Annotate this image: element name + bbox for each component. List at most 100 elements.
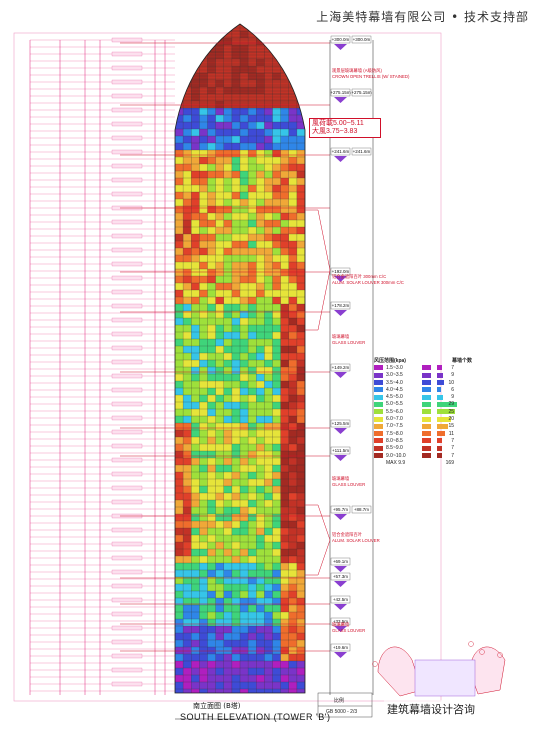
heatmap-cell <box>264 486 273 494</box>
heatmap-cell <box>288 304 298 312</box>
heatmap-cell <box>183 577 192 585</box>
heatmap-cell <box>175 353 184 361</box>
heatmap-cell <box>272 136 281 144</box>
legend-range: 1.5~3.0 <box>386 364 403 371</box>
legend-range: 7.5~8.0 <box>386 430 403 437</box>
heatmap-cell <box>256 626 265 634</box>
watermark: 建筑幕墙设计咨询 <box>384 700 478 718</box>
heatmap-cell <box>272 38 281 46</box>
heatmap-cell <box>183 325 192 333</box>
heatmap-cell <box>296 353 305 361</box>
heatmap-cell <box>248 437 257 445</box>
heatmap-cell <box>280 311 290 319</box>
heatmap-cell <box>175 80 184 88</box>
heatmap-cell <box>264 402 273 410</box>
heatmap-cell <box>264 164 273 172</box>
heatmap-cell <box>215 626 225 634</box>
heatmap-cell <box>191 108 200 116</box>
heatmap-cell <box>231 605 241 613</box>
heatmap-cell <box>240 619 249 627</box>
heatmap-cell <box>264 150 273 158</box>
heatmap-cell <box>231 626 241 634</box>
heatmap-cell <box>256 633 265 641</box>
heatmap-cell <box>288 136 298 144</box>
heatmap-cell <box>248 241 257 249</box>
heatmap-cell <box>183 465 192 473</box>
heatmap-cell <box>240 283 249 291</box>
heatmap-cell <box>183 388 192 396</box>
level-tag-box <box>351 35 372 44</box>
heatmap-cell <box>256 458 265 466</box>
heatmap-cell <box>256 556 265 564</box>
dim-label-box <box>111 163 143 169</box>
heatmap-cell <box>207 647 216 655</box>
heatmap-cell <box>231 689 241 693</box>
heatmap-cell <box>231 682 241 690</box>
heatmap-cell <box>296 507 305 515</box>
heatmap-cell <box>240 346 249 354</box>
heatmap-cell <box>264 52 273 60</box>
annotation-text: 观景层玻璃幕墙 (A级防风) <box>332 67 382 74</box>
heatmap-cell <box>256 31 265 39</box>
heatmap-cell <box>240 38 249 46</box>
dim-label-box <box>111 79 143 85</box>
heatmap-cell <box>256 486 265 494</box>
heatmap-cell <box>191 577 200 585</box>
heatmap-cell <box>256 374 265 382</box>
heatmap-cell <box>207 437 216 445</box>
bracket-line <box>305 209 331 331</box>
heatmap-cell <box>264 73 273 81</box>
heatmap-cell <box>191 479 200 487</box>
heatmap-cell <box>296 556 305 564</box>
heatmap-cell <box>296 24 305 32</box>
heatmap-cell <box>272 479 281 487</box>
heatmap-cell <box>240 535 249 543</box>
heatmap-cell <box>231 45 241 53</box>
drawing-title-en: SOUTH ELEVATION (TOWER 'B') <box>180 712 331 722</box>
heatmap-cell <box>240 297 249 305</box>
heatmap-cell <box>191 535 200 543</box>
tower-heatmap <box>175 24 305 693</box>
heatmap-cell <box>199 675 208 683</box>
heatmap-cell <box>280 52 290 60</box>
heatmap-cell <box>207 346 216 354</box>
heatmap-cell <box>280 115 290 123</box>
heatmap-cell <box>199 395 208 403</box>
heatmap-cell <box>240 493 249 501</box>
heatmap-cell <box>183 101 192 109</box>
level-tag-box <box>330 301 351 310</box>
heatmap-cell <box>207 157 216 165</box>
heatmap-cell <box>256 451 265 459</box>
heatmap-cell <box>199 353 208 361</box>
heatmap-cell <box>223 164 233 172</box>
heatmap-cell <box>215 164 225 172</box>
heatmap-cell <box>215 409 225 417</box>
heatmap-cell <box>191 346 200 354</box>
heatmap-cell <box>288 598 298 606</box>
heatmap-cell <box>296 381 305 389</box>
heatmap-cell <box>256 675 265 683</box>
heatmap-cell <box>175 381 184 389</box>
legend-count: 7 <box>451 445 454 452</box>
heatmap-cell <box>296 122 305 130</box>
heatmap-cell <box>231 402 241 410</box>
heatmap-cell <box>280 374 290 382</box>
heatmap-cell <box>296 234 305 242</box>
heatmap-cell <box>223 38 233 46</box>
heatmap-cell <box>223 304 233 312</box>
heatmap-cell <box>175 430 184 438</box>
heatmap-cell <box>183 129 192 137</box>
heatmap-cell <box>223 178 233 186</box>
heatmap-cell <box>215 297 225 305</box>
level-tag-box <box>330 557 351 566</box>
heatmap-cell <box>175 220 184 228</box>
heatmap-cell <box>207 395 216 403</box>
heatmap-cell <box>240 500 249 508</box>
heatmap-cell <box>183 528 192 536</box>
heatmap-cell <box>256 213 265 221</box>
heatmap-cell <box>248 311 257 319</box>
heatmap-cell <box>207 640 216 648</box>
heatmap-cell <box>272 472 281 480</box>
